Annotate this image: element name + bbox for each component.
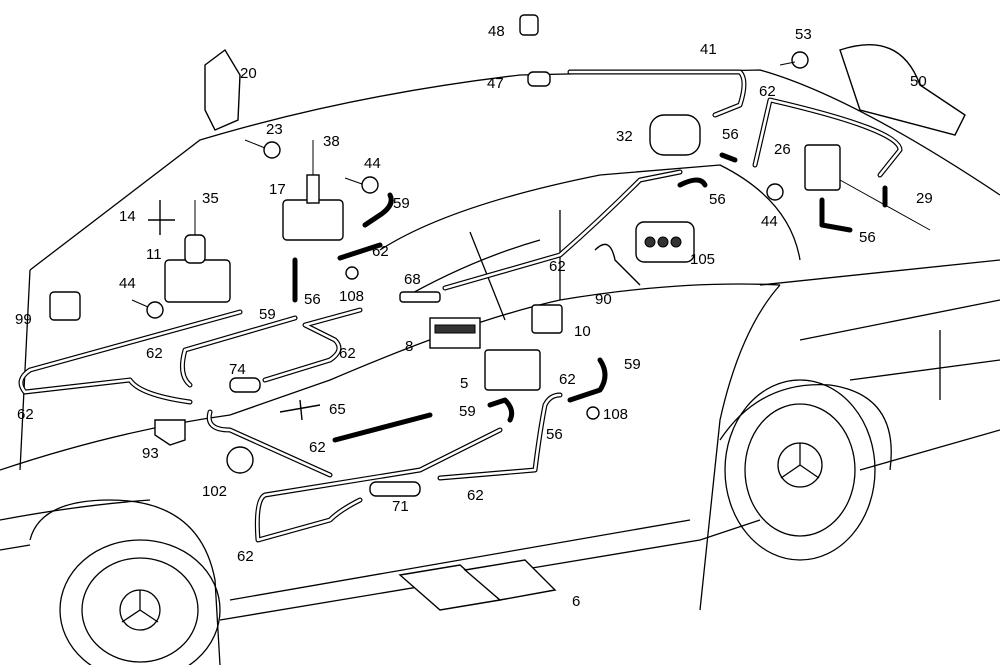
part-label: 59 xyxy=(624,356,641,373)
car-body-outline xyxy=(0,69,1000,665)
part-label: 6 xyxy=(572,593,580,610)
part-label: 59 xyxy=(393,195,410,212)
part-label: 59 xyxy=(259,306,276,323)
part-label: 62 xyxy=(372,243,389,260)
part-label: 14 xyxy=(119,208,136,225)
part-label: 56 xyxy=(304,291,321,308)
part-label: 71 xyxy=(392,498,409,515)
part-label: 11 xyxy=(146,246,162,263)
part-label: 47 xyxy=(487,75,504,92)
front-wheel xyxy=(59,539,221,665)
part-label: 44 xyxy=(761,213,778,230)
part-label: 62 xyxy=(17,406,34,423)
part-label: 29 xyxy=(916,190,933,207)
part-label: 62 xyxy=(759,83,776,100)
part-label: 50 xyxy=(910,73,927,90)
part-label: 62 xyxy=(309,439,326,456)
part-label: 90 xyxy=(595,291,612,308)
part-label: 44 xyxy=(364,155,381,172)
part-label: 62 xyxy=(549,258,566,275)
part-label: 20 xyxy=(240,65,257,82)
part-label: 26 xyxy=(774,141,791,158)
part-label: 38 xyxy=(323,133,340,150)
part-label: 108 xyxy=(603,406,628,423)
part-labels: 48 41 53 50 20 47 62 23 38 32 56 26 44 1… xyxy=(15,23,933,610)
part-label: 62 xyxy=(339,345,356,362)
part-label: 105 xyxy=(690,251,715,268)
part-label: 74 xyxy=(229,361,246,378)
part-label: 35 xyxy=(202,190,219,207)
part-label: 99 xyxy=(15,311,32,328)
part-label: 56 xyxy=(546,426,563,443)
part-label: 59 xyxy=(459,403,476,420)
part-label: 10 xyxy=(574,323,591,340)
part-label: 62 xyxy=(237,548,254,565)
vacuum-hoses xyxy=(18,69,903,543)
rear-wheel xyxy=(724,379,876,561)
part-label: 41 xyxy=(700,41,717,58)
part-label: 62 xyxy=(146,345,163,362)
part-label: 62 xyxy=(467,487,484,504)
components xyxy=(49,14,966,611)
part-label: 62 xyxy=(559,371,576,388)
part-label: 56 xyxy=(722,126,739,143)
part-label: 48 xyxy=(488,23,505,40)
part-label: 108 xyxy=(339,288,364,305)
part-label: 56 xyxy=(859,229,876,246)
part-label: 5 xyxy=(460,375,468,392)
part-label: 17 xyxy=(269,181,286,198)
part-label: 53 xyxy=(795,26,812,43)
part-label: 68 xyxy=(404,271,421,288)
part-label: 32 xyxy=(616,128,633,145)
part-label: 44 xyxy=(119,275,136,292)
part-label: 8 xyxy=(405,338,413,355)
part-label: 56 xyxy=(709,191,726,208)
part-label: 102 xyxy=(202,483,227,500)
part-label: 93 xyxy=(142,445,159,462)
part-label: 23 xyxy=(266,121,283,138)
part-label: 65 xyxy=(329,401,346,418)
